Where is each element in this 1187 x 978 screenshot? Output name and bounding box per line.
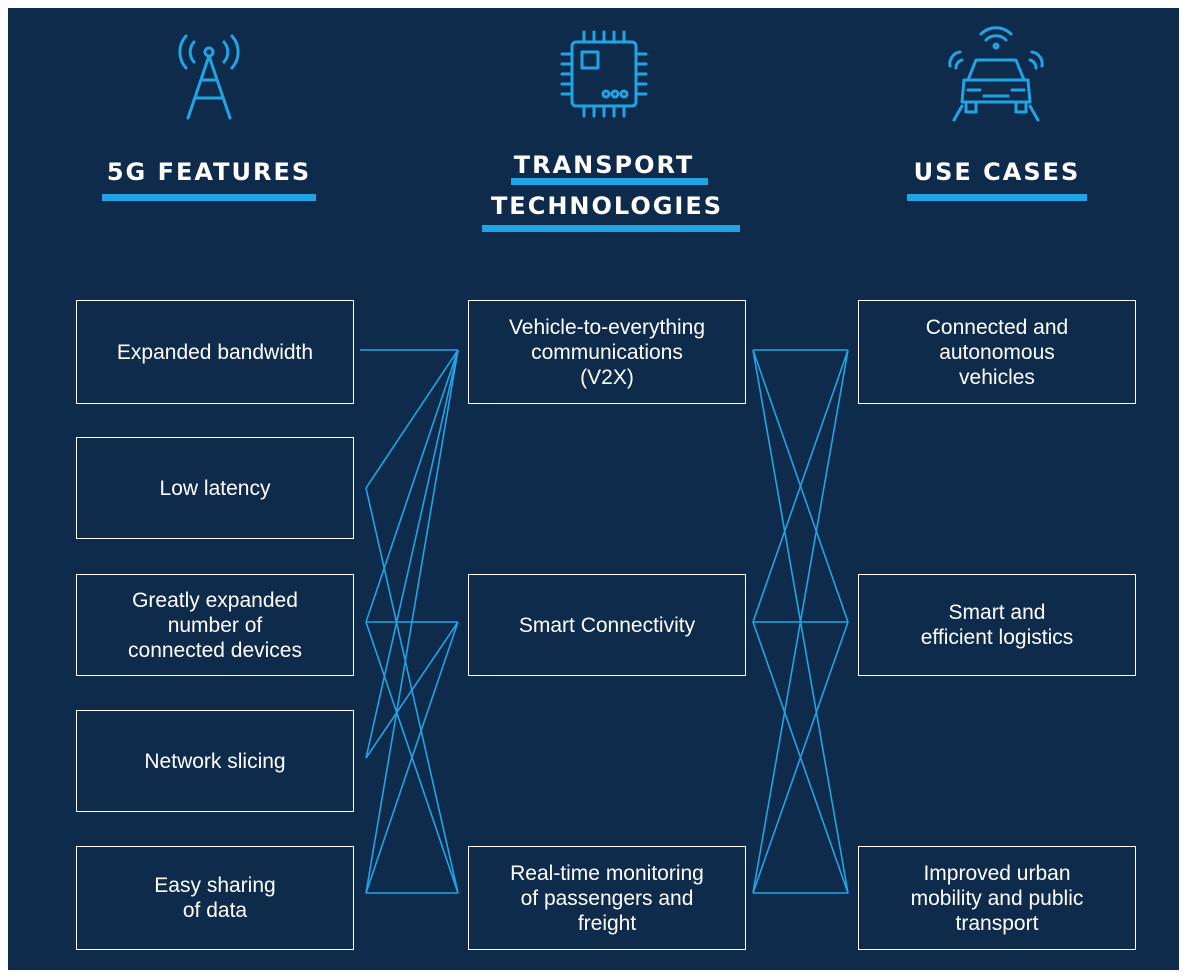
feature-box-connected-devices: Greatly expanded number of connected dev… <box>76 574 354 676</box>
heading-underline <box>907 194 1087 201</box>
technology-box-realtime-monitoring: Real-time monitoring of passengers and f… <box>468 846 746 950</box>
connector-line <box>752 349 849 623</box>
connector-line <box>365 621 459 759</box>
heading-use-cases: USE CASES <box>913 158 1081 186</box>
connector-line <box>365 349 459 759</box>
technology-box-v2x: Vehicle-to-everything communications (V2… <box>468 300 746 404</box>
use-case-box-autonomous-vehicles: Connected and autonomous vehicles <box>858 300 1136 404</box>
heading-transport: TRANSPORT <box>513 151 695 179</box>
connector-line <box>365 349 459 894</box>
connector-line <box>752 349 849 894</box>
heading-underline <box>482 225 740 232</box>
heading-5g-features: 5G FEATURES <box>106 158 312 186</box>
connector-line <box>365 349 459 489</box>
connector-line <box>752 621 849 894</box>
microchip-icon <box>560 30 648 118</box>
connected-car-icon <box>948 26 1044 122</box>
cell-tower-icon <box>178 34 240 120</box>
diagram-panel: 5G FEATURES TRANSPORT TECHNOLOGIES USE C… <box>8 8 1179 970</box>
feature-box-expanded-bandwidth: Expanded bandwidth <box>76 300 354 404</box>
feature-box-low-latency: Low latency <box>76 437 354 539</box>
feature-box-network-slicing: Network slicing <box>76 710 354 812</box>
heading-technologies: TECHNOLOGIES <box>490 192 724 220</box>
heading-underline <box>102 194 316 201</box>
connector-lines <box>360 349 849 894</box>
use-case-box-urban-mobility: Improved urban mobility and public trans… <box>858 846 1136 950</box>
feature-box-data-sharing: Easy sharing of data <box>76 846 354 950</box>
use-case-box-logistics: Smart and efficient logistics <box>858 574 1136 676</box>
connector-line <box>365 349 459 623</box>
heading-underline <box>511 178 708 185</box>
connector-line <box>365 621 459 894</box>
technology-box-smart-connectivity: Smart Connectivity <box>468 574 746 676</box>
